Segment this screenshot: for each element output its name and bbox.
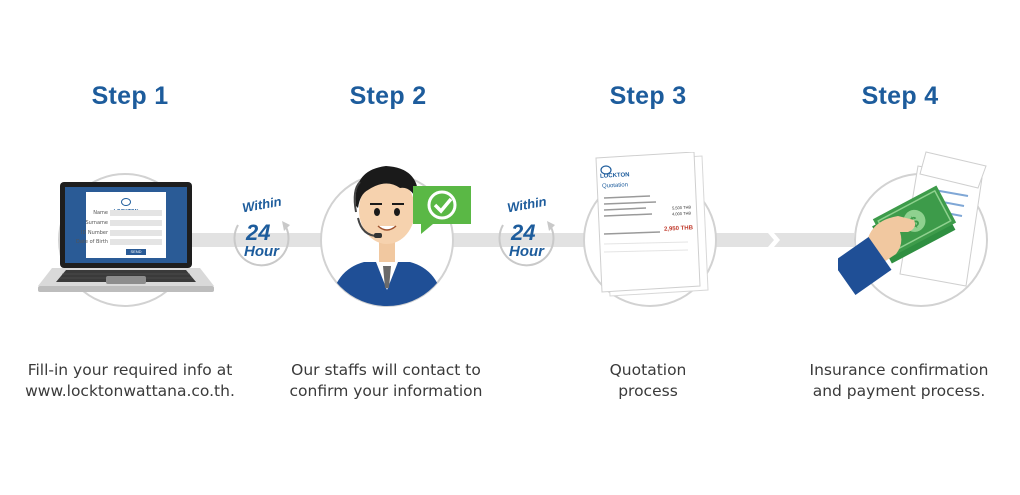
step-4-caption: Insurance confirmation and payment proce… [759,360,1020,402]
step-4-caption-line-1: Insurance confirmation [809,361,989,379]
step-2-caption-line-2: confirm your information [289,382,483,400]
badge-2-number: 24 [511,220,536,245]
step-3-caption-line-2: process [618,382,678,400]
connector-2-3 [445,233,595,247]
circular-arrow-icon [498,221,555,267]
step-2-caption-line-1: Our staffs will contact to [291,361,481,379]
form-input-id-number[interactable] [110,230,162,236]
form-label-id-number: ID Number [81,230,108,236]
form-label-date-of-birth: Date of Birth [76,239,108,245]
step-2-title: Step 2 [349,82,427,110]
form-send-button[interactable]: SEND [126,249,146,255]
step-1-caption-line-2: www.locktonwattana.co.th. [25,382,235,400]
step-1-caption: Fill-in your required info at www.lockto… [0,360,270,402]
connector-3-4 [712,233,854,247]
quotation-amount-2: 4,000 THB [671,210,692,217]
time-badge-2: Within 24 Hour [495,194,563,267]
form-label-surname: Surname [85,220,109,226]
form-input-surname[interactable] [110,220,162,226]
badge-1-number: 24 [246,220,271,245]
form-input-date-of-birth[interactable] [110,239,162,245]
laptop-illustration: LOCKTON Name Surname ID Number Date of B… [38,182,214,298]
payment-illustration: $ [838,151,987,296]
support-agent-illustration [330,166,444,306]
circular-arrow-icon [233,221,290,267]
step-1-caption-line-1: Fill-in your required info at [27,361,233,379]
document-stack-illustration [595,152,709,297]
form-input-name[interactable] [110,210,162,216]
form-label-name: Name [93,210,108,216]
step-2-caption: Our staffs will contact to confirm your … [246,360,526,402]
step-1-title: Step 1 [91,82,169,110]
badge-1-unit: Hour [244,243,279,260]
check-bubble-icon [413,186,471,234]
step-4-caption-line-2: and payment process. [812,382,986,400]
connector-1-2 [185,233,345,247]
chevron-right-icon [768,233,780,247]
step-3-caption-line-1: Quotation [609,361,687,379]
step-4-title: Step 4 [861,82,939,110]
step-3-title: Step 3 [609,82,687,110]
badge-2-unit: Hour [509,243,544,260]
step-3-caption: Quotation process [508,360,788,402]
time-badge-1: Within 24 Hour [230,194,298,267]
quotation-logo [600,162,612,180]
